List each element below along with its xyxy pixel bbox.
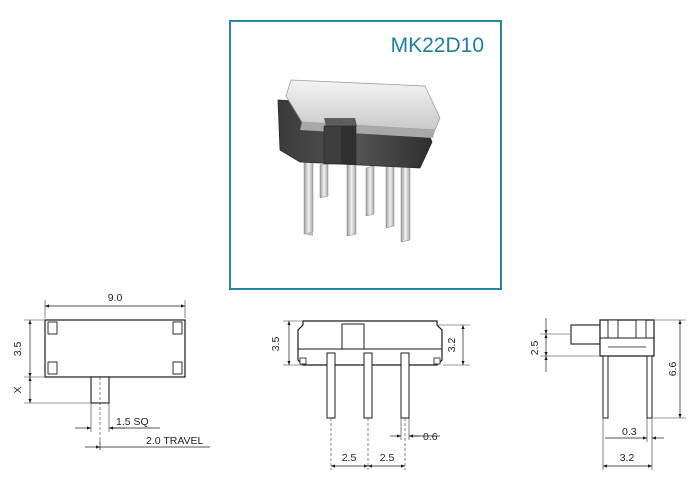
front-view-actuator [341, 323, 365, 350]
corner-tab [172, 361, 183, 375]
top-view-body [44, 319, 186, 378]
pin-width-label: 0.6 [423, 431, 438, 443]
actuator-height-label: 2.5 [529, 341, 541, 356]
slider-actuator [324, 118, 357, 126]
bump [299, 357, 307, 365]
travel-label: 2.0 TRAVEL [146, 435, 204, 447]
side-inner [607, 319, 619, 339]
pin [365, 165, 375, 217]
front-pin [326, 352, 336, 419]
pin [385, 163, 395, 229]
top-view-drawing: 9.0 3.5 X 1.5 SQ 2.0 TRAVEL [12, 292, 210, 450]
total-height-label: 6.6 [667, 362, 679, 377]
pin-tip [304, 232, 313, 236]
corner-tab [47, 321, 58, 335]
top-height-label: 3.5 [12, 342, 24, 357]
pin [346, 159, 357, 237]
slider-knob-face [341, 126, 356, 164]
actuator-size-label: 1.5 SQ [116, 416, 149, 428]
bump [433, 357, 441, 365]
side-pin [646, 355, 653, 419]
product-photo-panel: MK22D10 [229, 20, 502, 290]
side-view-drawing: 2.5 6.6 0.3 3.2 [529, 318, 686, 470]
front-view-drawing: 3.5 3.2 2.5 2.5 0.6 [270, 320, 470, 470]
pitch-1-label: 2.5 [342, 452, 357, 464]
front-pin [400, 352, 410, 419]
top-x-label: X [12, 386, 24, 393]
pitch-2-label: 2.5 [380, 452, 395, 464]
corner-tab [172, 321, 183, 335]
corner-tab [47, 361, 58, 375]
front-pin [363, 352, 373, 419]
body-depth-label: 3.2 [620, 452, 635, 464]
top-width-label: 9.0 [108, 292, 123, 304]
pin [319, 162, 329, 199]
front-height-right-label: 3.2 [446, 338, 458, 353]
model-title: MK22D10 [391, 34, 484, 57]
side-pin [602, 355, 609, 419]
pin-thickness-label: 0.3 [622, 426, 637, 438]
side-view-actuator [570, 324, 601, 345]
front-height-left-label: 3.5 [270, 337, 282, 352]
switch-photo [277, 79, 441, 243]
side-inner [635, 319, 647, 339]
